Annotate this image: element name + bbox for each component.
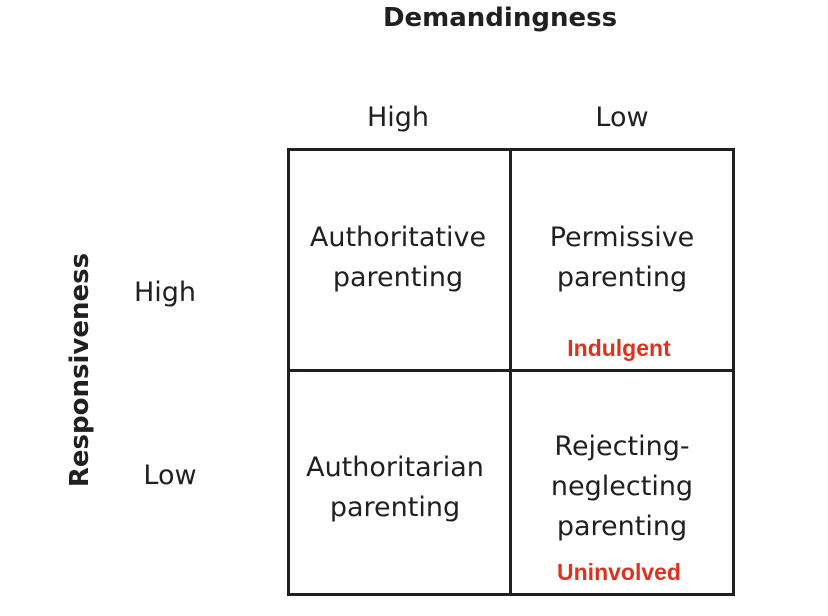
cell-line: parenting [556, 511, 688, 542]
cell-line: parenting [332, 262, 464, 293]
cell-line: Authoritative [309, 222, 487, 253]
cell-rejecting-neglecting-parenting: Rejecting- neglecting parenting [511, 427, 733, 547]
row-header-high: High [133, 277, 197, 308]
cell-authoritative-parenting: Authoritative parenting [287, 218, 509, 298]
cell-line: neglecting [550, 471, 694, 502]
grid-horizontal-divider [287, 369, 735, 372]
column-header-high: High [366, 102, 430, 133]
cell-line: parenting [329, 492, 461, 523]
demandingness-axis-title: Demandingness [382, 3, 618, 33]
cell-line: Rejecting- [554, 431, 690, 462]
cell-line: parenting [556, 262, 688, 293]
row-header-low: Low [143, 460, 197, 491]
cell-line: Authoritarian [306, 452, 484, 483]
column-header-low: Low [595, 102, 649, 133]
responsiveness-axis-title: Responsiveness [65, 252, 95, 488]
indulgent-label: Indulgent [567, 335, 671, 361]
cell-authoritarian-parenting: Authoritarian parenting [284, 448, 506, 528]
cell-permissive-parenting: Permissive parenting [511, 218, 733, 298]
responsiveness-axis-title-wrapper: Responsiveness [62, 250, 98, 490]
cell-line: Permissive [549, 222, 695, 253]
grid-vertical-divider [509, 148, 512, 596]
uninvolved-label: Uninvolved [557, 559, 681, 585]
